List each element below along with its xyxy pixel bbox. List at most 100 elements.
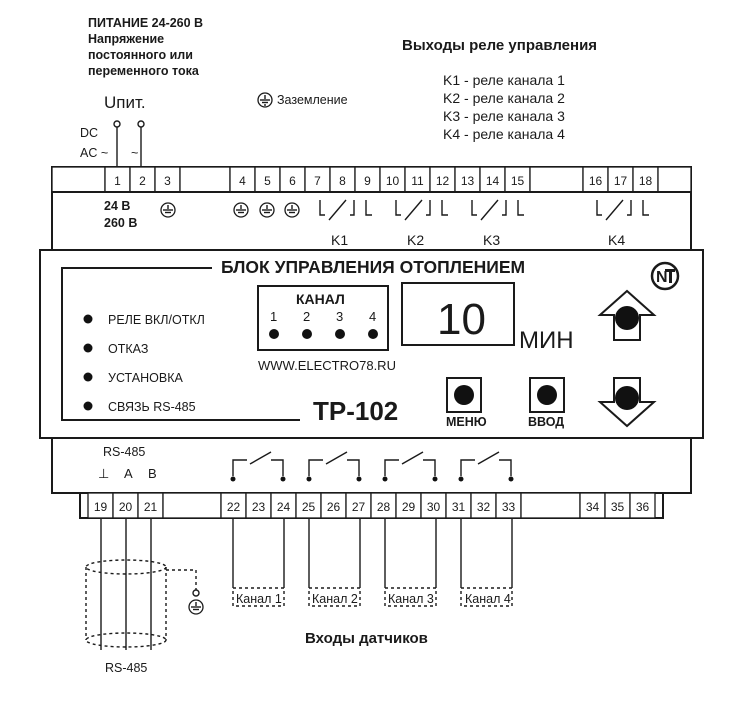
led-setup-indicator — [83, 372, 93, 382]
rs485-label: RS-485 — [103, 445, 145, 459]
input-contact-blade — [325, 451, 348, 465]
rs485-pin-a: A — [124, 466, 133, 481]
input-contact-blade — [477, 451, 500, 465]
top-terminal-number: 7 — [314, 174, 321, 188]
top-terminal-cell — [304, 166, 331, 193]
power-line3: постоянного или — [88, 48, 193, 62]
channel-number-2: 2 — [303, 309, 310, 324]
enter-button[interactable] — [537, 385, 557, 405]
relay-legend-k3: K3 - реле канала 3 — [443, 108, 565, 124]
power-pin-2 — [137, 120, 145, 128]
input-contact-dot — [508, 476, 514, 482]
ground-icon — [284, 202, 300, 218]
cable-shield-ground-icon — [188, 599, 204, 615]
channel-number-4: 4 — [369, 309, 376, 324]
bottom-terminal-cell — [87, 492, 114, 519]
bottom-terminal-number: 29 — [402, 500, 416, 514]
sensor-loops — [232, 518, 513, 607]
top-terminal-number: 3 — [164, 174, 171, 188]
relay-label-k1: K1 — [331, 232, 348, 248]
relay-contact-k4-icon — [596, 199, 649, 221]
sensor-channel-box — [232, 587, 285, 607]
bottom-terminal-number: 22 — [227, 500, 241, 514]
bottom-terminal-cell — [495, 492, 522, 519]
led-fault-indicator — [83, 343, 93, 353]
bottom-terminal-number: 36 — [636, 500, 650, 514]
top-terminal-cell — [229, 166, 256, 193]
down-arrow-button[interactable] — [597, 377, 657, 428]
relay-label-k3: K3 — [483, 232, 500, 248]
menu-button-label: МЕНЮ — [446, 415, 487, 429]
top-terminal-number: 12 — [436, 174, 450, 188]
bottom-terminal-cell — [579, 492, 606, 519]
bottom-terminal-number: 31 — [452, 500, 466, 514]
menu-button[interactable] — [454, 385, 474, 405]
input-contact-leg — [347, 459, 360, 476]
bottom-terminal-cell — [245, 492, 272, 519]
bottom-terminal-number: 34 — [586, 500, 600, 514]
menu-button-frame — [446, 377, 482, 413]
bottom-terminal-number: 25 — [302, 500, 316, 514]
input-contact-dot — [230, 476, 236, 482]
sensor-channel-4: Канал 4 — [465, 592, 511, 606]
input-contact-icon — [384, 459, 399, 476]
channel-led-3 — [335, 329, 345, 339]
sensor-channel-2: Канал 2 — [312, 592, 358, 606]
top-terminal-cell — [529, 166, 584, 193]
rs485-cable-label: RS-485 — [105, 661, 147, 675]
enter-button-label: ВВОД — [528, 415, 564, 429]
input-contact-dot — [356, 476, 362, 482]
supply-voltage-label: Uпит. — [104, 93, 146, 112]
input-contact-leg — [271, 459, 284, 476]
power-title: ПИТАНИЕ 24-260 В — [88, 16, 203, 30]
channel-number-1: 1 — [270, 309, 277, 324]
channel-number-3: 3 — [336, 309, 343, 324]
bottom-terminal-number: 24 — [277, 500, 291, 514]
bottom-terminal-cell — [420, 492, 447, 519]
bottom-terminal-cell — [520, 492, 581, 519]
top-terminal-cell — [657, 166, 692, 193]
display-value: 10 — [437, 295, 486, 344]
bottom-terminal-cell — [345, 492, 372, 519]
input-contact-dot — [432, 476, 438, 482]
channel-indicator-box — [257, 285, 389, 351]
led-label-setup: УСТАНОВКА — [108, 371, 183, 385]
input-contact-icon — [460, 459, 475, 476]
svg-text:N: N — [656, 269, 668, 286]
top-terminal-cell — [582, 166, 609, 193]
bottom-terminal-cell — [470, 492, 497, 519]
top-terminal-number: 10 — [386, 174, 400, 188]
sensor-channel-box — [384, 587, 437, 607]
bottom-terminal-number: 27 — [352, 500, 366, 514]
input-contact-leg — [499, 459, 512, 476]
up-arrow-button[interactable] — [597, 289, 657, 341]
relay-legend-k4: K4 - реле канала 4 — [443, 126, 565, 142]
top-terminal-number: 16 — [589, 174, 603, 188]
top-terminal-number: 17 — [614, 174, 628, 188]
led-label-fault: ОТКАЗ — [108, 342, 148, 356]
top-terminal-cell — [254, 166, 281, 193]
led-relay-indicator — [83, 314, 93, 324]
power-260v-label: 260 В — [104, 216, 137, 230]
input-contact-icon — [232, 459, 247, 476]
manufacturer-logo-icon: N — [650, 261, 680, 291]
top-terminal-number: 14 — [486, 174, 500, 188]
relay-contact-k2-icon — [395, 199, 448, 221]
relay-label-k2: K2 — [407, 232, 424, 248]
input-contact-dot — [382, 476, 388, 482]
top-terminal-number: 18 — [639, 174, 653, 188]
top-terminal-number: 6 — [289, 174, 296, 188]
relay-legend-k1: K1 - реле канала 1 — [443, 72, 565, 88]
relay-contact-k1-icon — [319, 199, 372, 221]
ground-icon — [257, 92, 273, 108]
bottom-terminal-cell — [370, 492, 397, 519]
panel-title: БЛОК УПРАВЛЕНИЯ ОТОПЛЕНИЕМ — [221, 257, 525, 277]
display-unit: МИН — [519, 327, 574, 354]
bottom-terminal-number: 35 — [611, 500, 625, 514]
top-terminal-cell — [354, 166, 381, 193]
bottom-terminal-number: 20 — [119, 500, 133, 514]
input-contact-blade — [249, 451, 272, 465]
channel-title: КАНАЛ — [296, 291, 345, 307]
top-terminal-cell — [179, 166, 231, 193]
